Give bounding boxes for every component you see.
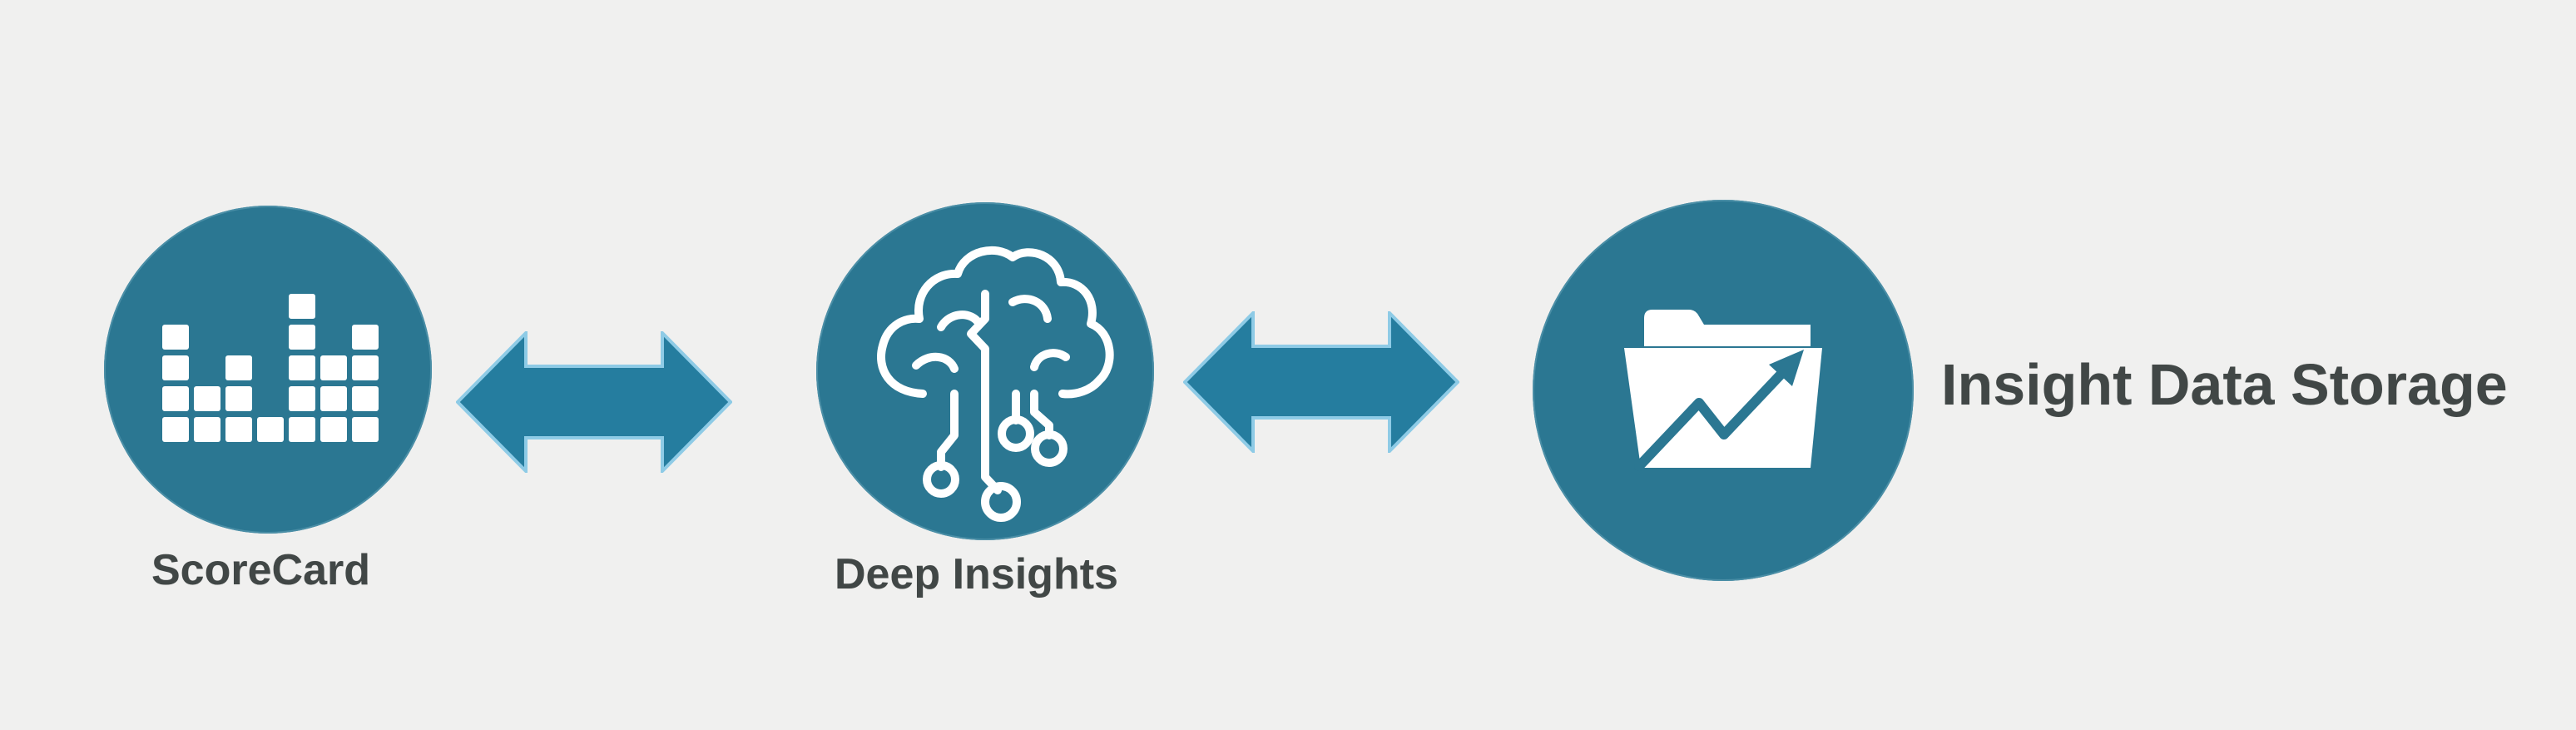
bidirectional-arrow-1 bbox=[456, 331, 732, 473]
deep-insights-label: Deep Insights bbox=[835, 550, 1118, 598]
folder-trend-icon bbox=[1624, 310, 1822, 471]
bidirectional-arrow-2 bbox=[1183, 311, 1459, 453]
scorecard-node bbox=[104, 206, 432, 534]
equalizer-bars-icon bbox=[162, 294, 379, 442]
deep-insights-node bbox=[816, 202, 1154, 540]
double-arrow-icon bbox=[456, 331, 732, 473]
brain-circuit-icon bbox=[877, 246, 1114, 522]
double-arrow-icon bbox=[1183, 311, 1459, 453]
scorecard-label: ScoreCard bbox=[151, 546, 370, 594]
insight-data-storage-label: Insight Data Storage bbox=[1941, 352, 2508, 417]
insight-data-storage-node bbox=[1533, 200, 1914, 581]
